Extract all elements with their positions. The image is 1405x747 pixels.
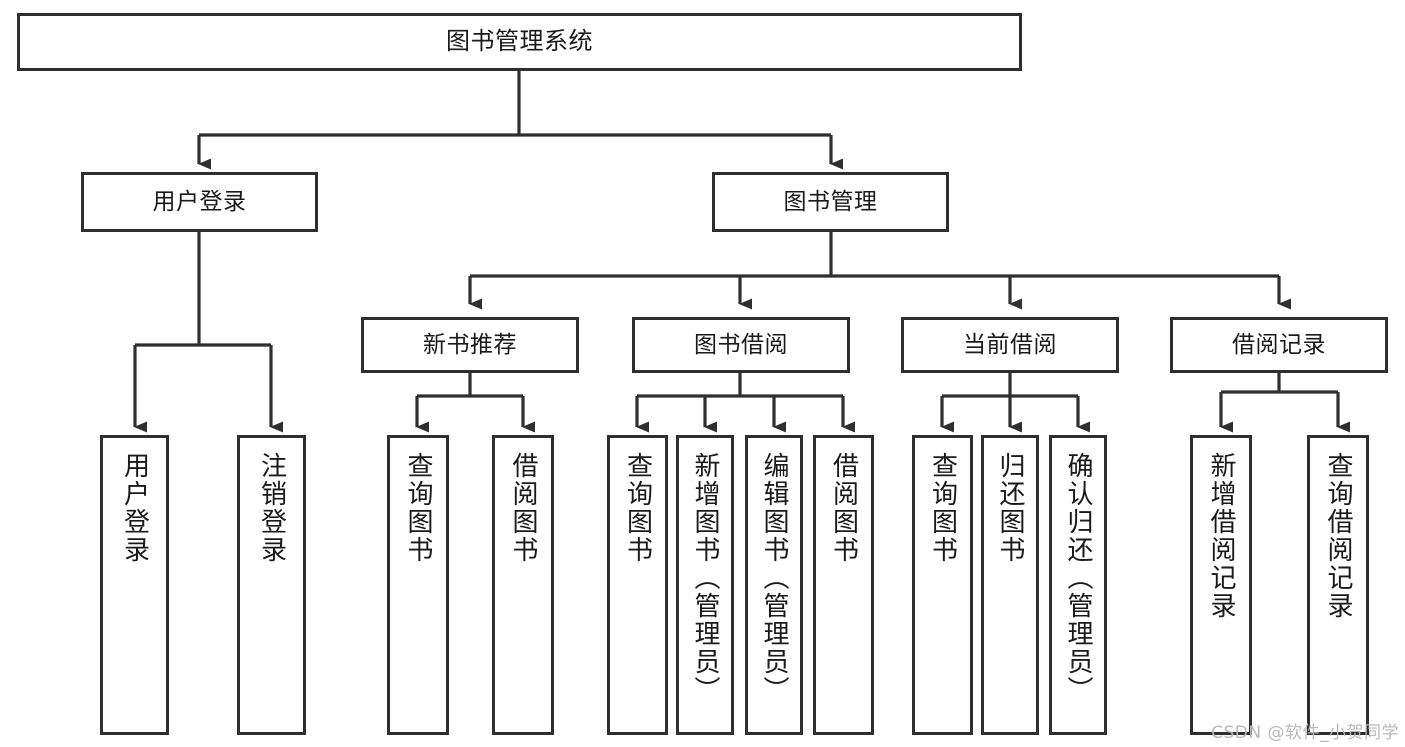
node-leaf-query-book-1-label: 查询图书: [403, 452, 433, 564]
node-leaf-query-book-2-label: 查询图书: [622, 452, 653, 564]
node-book-management-label: 图书管理: [783, 188, 878, 215]
node-leaf-query-book-3[interactable]: 查询图书: [912, 435, 973, 735]
node-leaf-borrow-book-1-label: 借阅图书: [508, 452, 538, 564]
node-book-management[interactable]: 图书管理: [712, 172, 949, 232]
node-root-label: 图书管理系统: [446, 27, 593, 56]
node-leaf-query-book-2[interactable]: 查询图书: [607, 435, 668, 735]
node-leaf-add-record-label: 新增借阅记录: [1206, 452, 1236, 620]
watermark: CSDN @软件_小贺同学: [1211, 723, 1399, 743]
node-leaf-user-login-label: 用户登录: [119, 452, 150, 564]
node-book-borrow[interactable]: 图书借阅: [632, 317, 850, 373]
node-leaf-return-book[interactable]: 归还图书: [981, 435, 1039, 735]
node-leaf-confirm-return[interactable]: 确认归还（管理员）: [1049, 435, 1107, 735]
node-current-borrow[interactable]: 当前借阅: [901, 317, 1119, 373]
node-leaf-borrow-book-1[interactable]: 借阅图书: [492, 435, 554, 735]
node-root[interactable]: 图书管理系统: [17, 13, 1022, 71]
node-user-login-label: 用户登录: [152, 188, 247, 215]
node-book-borrow-label: 图书借阅: [694, 331, 788, 358]
node-leaf-edit-book-label: 编辑图书（管理员）: [759, 452, 789, 704]
node-new-book-recommend[interactable]: 新书推荐: [361, 317, 579, 373]
node-leaf-confirm-return-label: 确认归还（管理员）: [1063, 452, 1093, 704]
node-leaf-query-record[interactable]: 查询借阅记录: [1307, 435, 1369, 735]
node-leaf-add-record[interactable]: 新增借阅记录: [1190, 435, 1252, 735]
node-leaf-add-book[interactable]: 新增图书（管理员）: [676, 435, 734, 735]
node-leaf-logout-login-label: 注销登录: [256, 452, 287, 564]
node-borrow-record[interactable]: 借阅记录: [1170, 317, 1388, 373]
node-leaf-query-book-3-label: 查询图书: [927, 452, 958, 564]
node-leaf-borrow-book-2[interactable]: 借阅图书: [813, 435, 874, 735]
node-leaf-edit-book[interactable]: 编辑图书（管理员）: [745, 435, 803, 735]
node-leaf-query-book-1[interactable]: 查询图书: [387, 435, 449, 735]
node-leaf-return-book-label: 归还图书: [995, 452, 1025, 564]
node-leaf-query-record-label: 查询借阅记录: [1323, 452, 1353, 620]
node-borrow-record-label: 借阅记录: [1232, 331, 1326, 358]
node-leaf-add-book-label: 新增图书（管理员）: [690, 452, 720, 704]
node-leaf-user-login[interactable]: 用户登录: [100, 435, 169, 735]
node-current-borrow-label: 当前借阅: [963, 331, 1057, 358]
node-leaf-borrow-book-2-label: 借阅图书: [828, 452, 859, 564]
node-user-login[interactable]: 用户登录: [81, 172, 318, 232]
node-leaf-logout-login[interactable]: 注销登录: [237, 435, 306, 735]
node-new-book-recommend-label: 新书推荐: [423, 331, 517, 358]
